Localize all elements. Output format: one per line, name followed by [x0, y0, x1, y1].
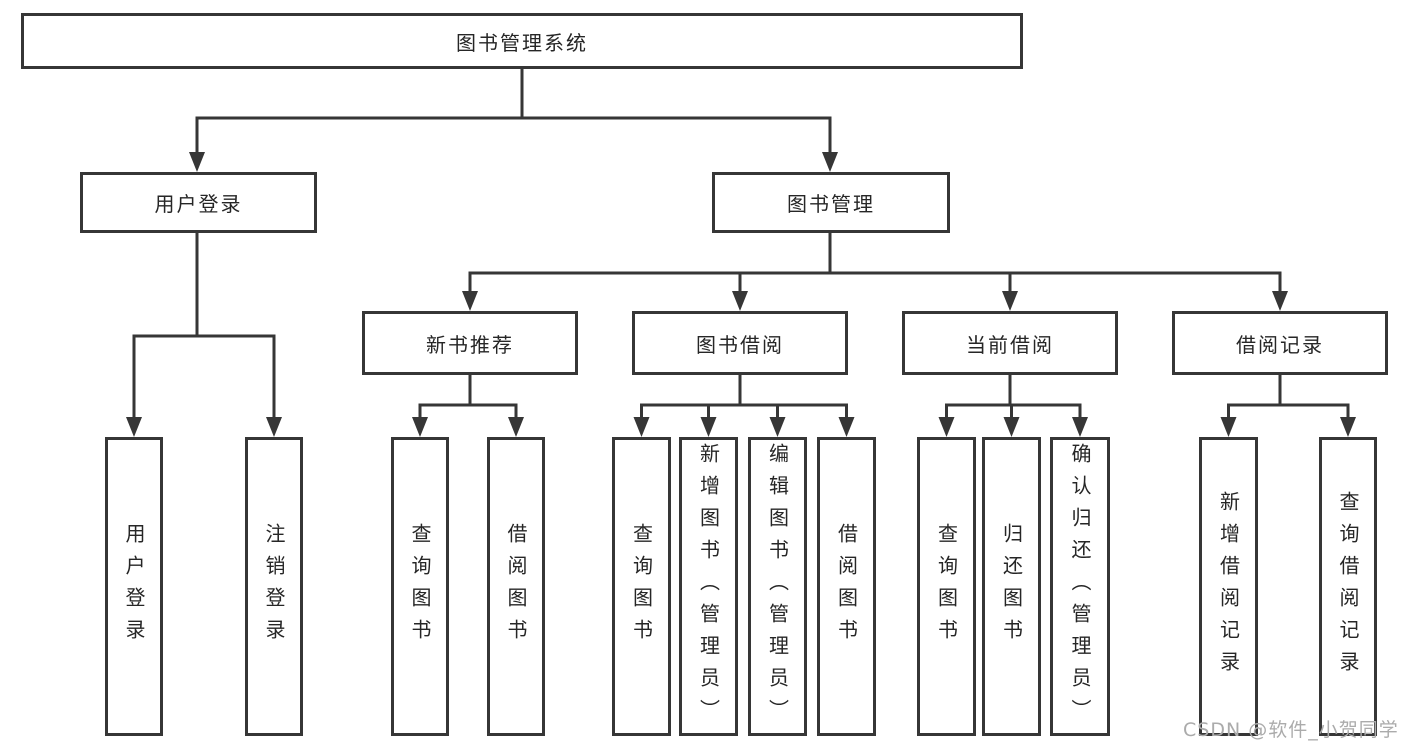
- leaf-return-books: 归还图书: [982, 437, 1041, 736]
- connector-book-management-group: [468, 233, 1282, 293]
- leaf-borrow-books: 借阅图书: [817, 437, 876, 736]
- leaf-logout: 注销登录: [245, 437, 303, 736]
- leaf-borrow-books-recommend: 借阅图书: [487, 437, 545, 736]
- arrowhead: [1272, 291, 1288, 311]
- arrowhead: [633, 417, 650, 437]
- node-current-borrow: 当前借阅: [902, 311, 1118, 375]
- leaf-query-borrow-record: 查询借阅记录: [1319, 437, 1377, 736]
- connector-user-login-group: [132, 233, 276, 419]
- leaf-query-books-borrow: 查询图书: [612, 437, 671, 736]
- arrowhead: [700, 417, 717, 437]
- connector-current-borrow-group: [945, 375, 1082, 419]
- node-borrow-records: 借阅记录: [1172, 311, 1388, 375]
- node-user-login: 用户登录: [80, 172, 317, 233]
- arrowhead: [1340, 417, 1356, 437]
- node-book-borrow: 图书借阅: [632, 311, 848, 375]
- leaf-query-books-recommend: 查询图书: [391, 437, 449, 736]
- leaf-user-login: 用户登录: [105, 437, 163, 736]
- arrowhead: [938, 417, 955, 437]
- node-book-management: 图书管理: [712, 172, 950, 233]
- leaf-edit-books-admin: 编辑图书（管理员）: [748, 437, 807, 736]
- arrowhead: [1003, 417, 1020, 437]
- arrowhead: [822, 152, 838, 172]
- arrowhead: [266, 417, 282, 437]
- csdn-watermark: CSDN @软件_小贺同学: [1183, 719, 1399, 741]
- leaf-query-books-current: 查询图书: [917, 437, 976, 736]
- arrowhead: [1002, 291, 1018, 311]
- leaf-add-borrow-record: 新增借阅记录: [1199, 437, 1258, 736]
- node-library-management-system: 图书管理系统: [21, 13, 1023, 69]
- connector-book-borrow-group: [640, 375, 848, 419]
- arrowhead: [412, 417, 428, 437]
- leaf-confirm-return-admin: 确认归还（管理员）: [1050, 437, 1110, 736]
- arrowhead: [1220, 417, 1237, 437]
- arrowhead: [508, 417, 524, 437]
- arrowhead: [769, 417, 786, 437]
- connector-new-book-group: [418, 375, 518, 419]
- arrowhead: [1072, 417, 1088, 437]
- connector-borrow-records-group: [1227, 375, 1350, 419]
- node-new-book-recommend: 新书推荐: [362, 311, 578, 375]
- arrowhead: [126, 417, 142, 437]
- arrowhead: [189, 152, 205, 172]
- leaf-add-books-admin: 新增图书（管理员）: [679, 437, 738, 736]
- arrowhead: [462, 291, 478, 311]
- arrowhead: [838, 417, 855, 437]
- connector-root: [195, 68, 832, 154]
- arrowhead: [732, 291, 748, 311]
